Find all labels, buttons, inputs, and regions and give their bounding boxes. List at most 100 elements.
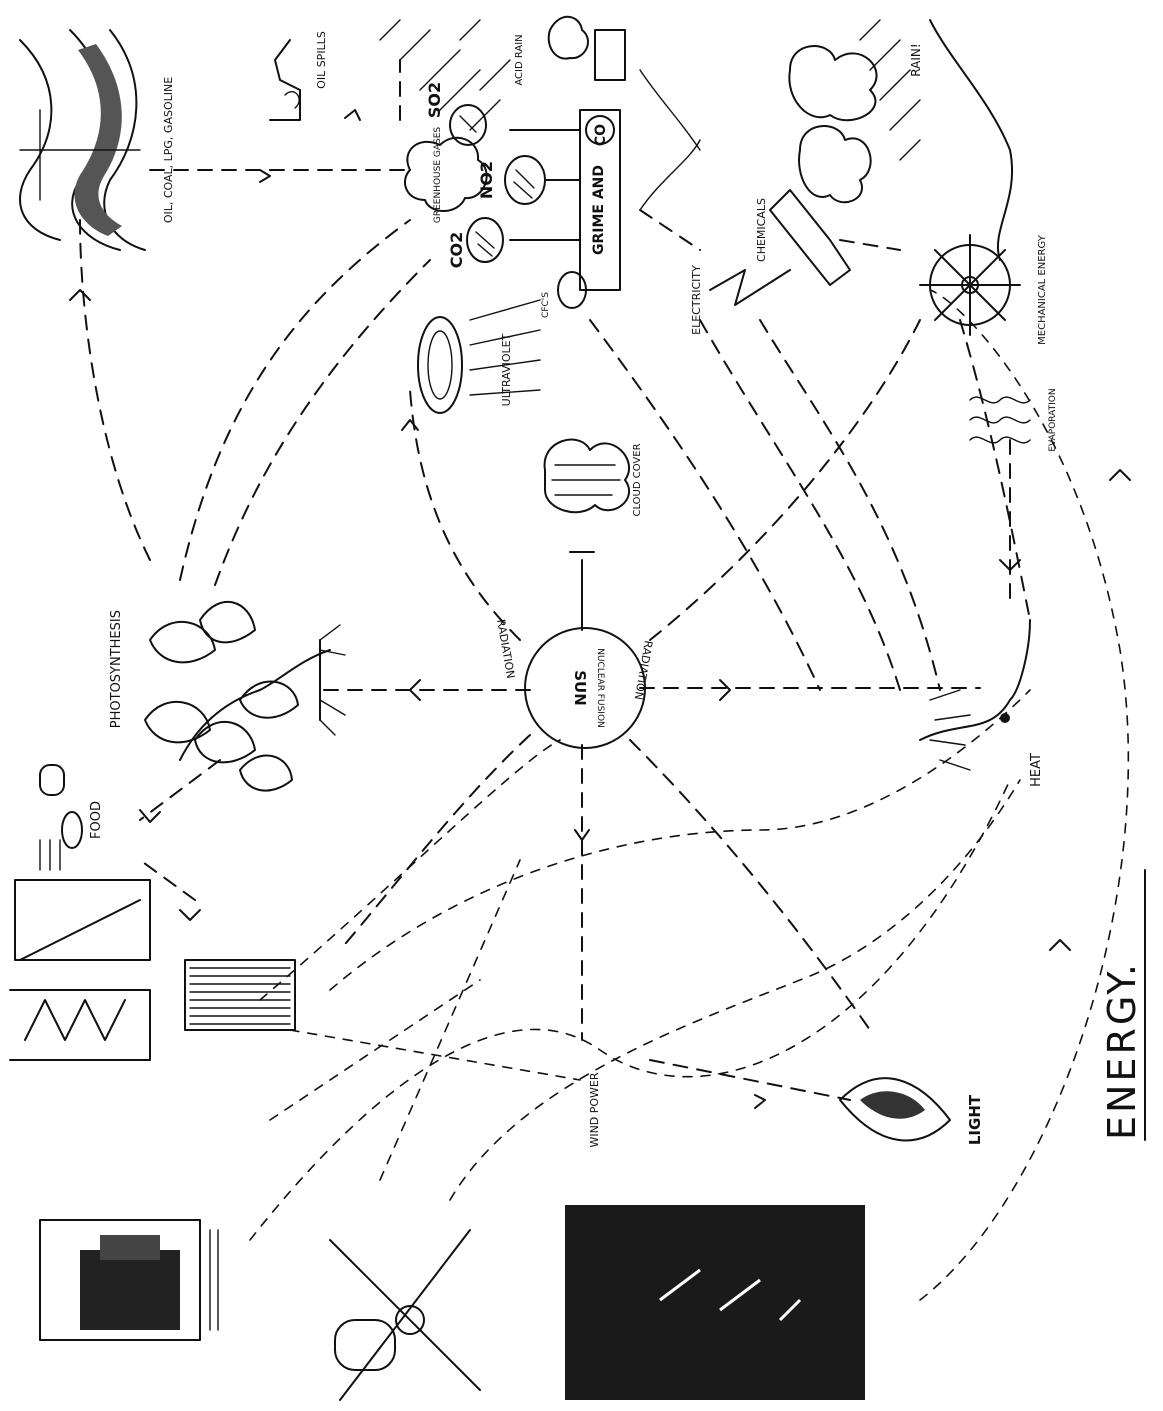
house-outline-icon [14,879,151,961]
flow-photo-to-food [139,759,221,821]
tree-branches-icon [929,689,971,771]
sun-circle [524,627,646,749]
person-head-icon [1000,713,1010,723]
ultraviolet-label: ULTRAVIOLET [500,333,513,406]
flow-cross-1 [289,1029,581,1081]
zigzag-icon [24,999,126,1041]
heat: HEAT [919,619,1044,787]
arrow-head [409,679,421,701]
rain-icon [379,19,511,131]
co-label: CO [593,124,609,146]
test-tube-icon [769,189,851,286]
rock-strata-icon [103,29,146,251]
light-label: LIGHT [966,1094,984,1145]
dead-tree-icon [639,69,701,211]
building-roof-icon [100,1235,160,1260]
lightning-icon [709,269,791,306]
flow-cross-2 [269,979,481,1121]
drill-icon [19,109,141,201]
building-photo [39,1219,219,1341]
leaf-icon [194,721,256,764]
ultraviolet: ULTRAVIOLET CFC'S [417,292,551,414]
flow-arc-mid [449,779,1021,1201]
grime-label: GRIME AND [591,165,607,255]
rain-cloud-icon [788,45,878,122]
food: FOOD [39,764,104,871]
diagram-title: ENERGY. [1100,961,1144,1140]
flow-wind-to-light [649,1059,851,1101]
arrow-head [1109,469,1131,481]
co-tank-icon [585,115,615,145]
no2-label: NO2 [477,161,496,199]
arrow-head [719,679,731,701]
plant-stem-icon [179,649,331,761]
eye-icon [839,1077,951,1142]
leaf-icon [144,701,211,744]
greenhouse-gases: GREENHOUSE GASES CO2 NO2 SO2 [404,82,546,268]
smoke-icon [557,271,587,309]
windmill-hub-icon [395,1305,425,1335]
flow-lines [69,59,1131,1301]
oil-spills: OIL SPILLS [269,31,328,121]
radiation-label-top: RADIATION [494,618,517,679]
flow-photo-to-fuel [79,219,151,561]
oil-spill-icon [269,39,301,121]
frame-icon [9,989,151,1061]
fossil-fuels-label: OIL, COAL, LPG, GASOLINE [162,77,175,223]
flow-photo-to-co2 [214,259,431,586]
electricity: ELECTRICITY [690,265,791,335]
so2-cloud-icon [449,104,487,146]
tree-icon [547,15,589,60]
co2-label: CO2 [447,232,466,268]
lightning-photo [565,1205,865,1400]
greenhouse-cloud-icon [404,136,488,212]
co2-cloud-icon [466,217,504,263]
sun-label: SUN [571,670,589,706]
rain-cloud-icon [798,125,872,204]
flow-cross-3 [379,859,521,1181]
rain-label: RAIN! [909,43,923,76]
building-photo-icon [80,1250,180,1330]
wind-power-label: WIND POWER [588,1072,601,1147]
photosynthesis-label: PHOTOSYNTHESIS [109,610,124,728]
root-icon [319,624,346,736]
rain-icon [859,19,921,161]
flow-arc-right [919,289,1130,1301]
heat-label: HEAT [1029,753,1044,787]
flow-mech-to-heat [959,319,1031,621]
evaporation-label: EVAPORATION [1048,388,1058,451]
flow-arc-inner [329,689,1031,991]
arrow-head [259,169,271,183]
evaporation-wave-icon [969,396,1031,444]
cloud-hatch-icon [551,464,621,496]
pipe-icon [509,129,581,241]
eye-pupil-icon [860,1091,925,1119]
wheel-spokes-icon [919,234,1021,336]
flow-grime-to-electricity [639,209,701,251]
cutlery-icon [39,839,61,871]
flow-sun-to-mechanical [649,319,921,641]
rain-clouds: RAIN! [788,19,1014,261]
roof-icon [19,899,141,961]
flow-chem-to-mech [839,239,901,251]
electricity-label: ELECTRICITY [690,265,703,335]
lightning-streak-icon [659,1268,802,1322]
radiation-label-bottom: RADIATION [632,639,655,700]
mechanical-label: MECHANICAL ENERGY [1037,234,1048,345]
food-label: FOOD [89,801,104,839]
flow-arc-outer-bottom [249,779,1011,1241]
mechanical-energy: MECHANICAL ENERGY [919,234,1048,345]
light: LIGHT [839,1077,984,1145]
cfcs-label: CFC'S [541,292,551,318]
flow-chemicals-down [759,319,941,691]
cloud-cover-label: CLOUD COVER [632,443,643,516]
caption-lines-icon [209,1229,219,1331]
ozone-ring-icon [417,316,463,414]
leaf-icon [149,621,216,664]
leaf-icon [239,754,293,792]
arrow-head [139,809,161,823]
photosynthesis-plant: PHOTOSYNTHESIS [109,600,346,792]
flow-sun-to-ultraviolet [409,389,521,641]
